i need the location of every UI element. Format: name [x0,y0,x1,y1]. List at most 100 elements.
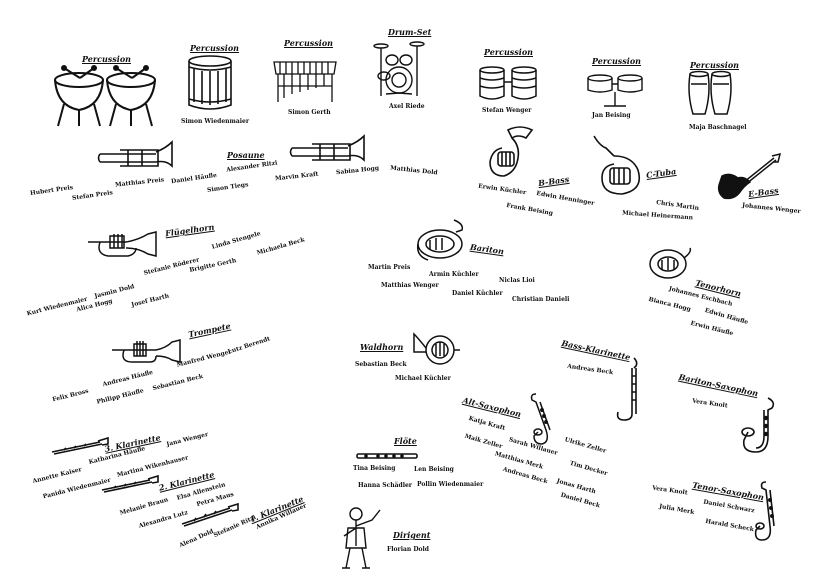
member-name: Martin Preis [368,264,411,271]
clarinet-icon [50,438,110,454]
section-heading: Trompete [187,320,232,340]
french-horn-icon [412,330,462,370]
section-heading: Percussion [592,56,641,66]
member-name: Sabina Hogg [335,164,380,177]
member-name: Alexander Ritzi [225,159,278,174]
section-heading: Bariton-Saxophon [677,371,760,399]
section-heading: C-Tuba [645,165,677,181]
member-name: Tina Beising [353,465,396,472]
member-name: Maik Zeller [463,432,504,451]
member-name: Hanna Schädler [358,482,412,489]
member-name: Alena Dold [178,527,215,550]
member-name: Jana Wenger [165,430,209,449]
member-name: Andreas Beck [566,362,614,377]
member-name: Stefan Preis [71,189,114,202]
member-name: Frank Beising [505,201,554,218]
member-name: Christian Danieli [512,296,570,303]
member-name: Sebastian Beck [355,361,407,368]
member-name: Tim Decker [568,459,609,478]
conductor-icon [336,506,382,572]
member-name: Bianca Hogg [647,295,692,314]
section-heading: Waldhorn [360,342,404,352]
member-name: Josef Harth [130,292,170,309]
member-name: Florian Dold [387,546,429,553]
c-tuba-icon [592,134,648,198]
section-heading: Dirigent [393,530,431,540]
congas-icon [688,70,732,116]
member-name: Axel Riede [389,103,425,110]
alto-sax-icon [526,392,558,446]
member-name: Jan Beising [592,112,631,119]
section-heading: Posaune [227,150,265,160]
member-name: Hubert Preis [29,184,74,197]
section-heading: Percussion [190,43,239,53]
member-name: Vera Knolt [651,484,689,497]
member-name: Linda Stengele [211,230,262,251]
member-name: Daniel Schwarz [702,498,756,515]
member-name: Johannes Wenger [741,201,801,216]
section-heading: Percussion [484,47,533,57]
member-name: Michael Küchler [395,375,451,382]
bariton-icon [414,216,466,266]
member-name: Matthias Dold [389,164,438,177]
trumpet-icon [110,340,182,366]
section-heading: Flügelhorn [164,221,215,239]
member-name: Matthias Wenger [381,282,439,289]
member-name: Felix Bross [51,387,90,404]
drum-set-icon [374,38,424,100]
member-name: Erwin Häufle [689,319,734,338]
member-name: Armin Küchler [429,271,479,278]
member-name: Matthias Merk [494,450,544,471]
section-heading: Flöte [394,436,417,446]
tuba-icon [486,124,536,182]
member-name: Philipp Häufle [95,387,145,406]
bass-clarinet-icon [614,356,640,422]
section-heading: Percussion [284,38,333,48]
section-heading: B-Bass [537,173,570,189]
member-name: Harald Scheck [704,517,755,534]
member-name: Len Beising [414,466,454,473]
section-heading: Bariton [469,241,505,257]
member-name: Ulrike Zeller [563,436,607,455]
member-name: Pollin Wiedenmaier [417,481,484,488]
clarinet-icon [180,504,240,526]
member-name: Vera Knolt [691,397,729,410]
timbales-icon [586,70,644,108]
section-heading: Percussion [690,60,739,70]
member-name: Daniel Küchler [452,290,503,297]
baritone-sax-icon [738,396,778,456]
member-name: Simon Gerth [288,109,331,116]
trombone-icon [98,140,174,172]
member-name: Sebastian Beck [151,372,204,393]
section-heading: Percussion [82,54,131,64]
member-name: Stefan Wenger [482,107,532,114]
tenor-sax-icon [752,480,782,544]
member-name: Simon Wiedenmaier [181,118,250,125]
member-name: Niclas Lioi [499,277,535,284]
member-name: Erwin Küchler [477,182,527,197]
section-heading: Bass-Klarinette [560,337,632,363]
member-name: Edwin Henninger [535,189,595,208]
bongos-icon [478,64,538,104]
member-name: Michaela Beck [255,236,306,257]
member-name: Annette Kaiser [31,466,83,485]
member-name: Katja Kraft [467,414,506,433]
member-name: Jasmin Dold [93,283,136,300]
member-name: Maja Baschnagel [689,124,747,131]
fluegelhorn-icon [86,232,158,260]
clarinet-icon [100,476,160,492]
timpani-icon [50,66,160,128]
member-name: Melanie Braun [119,496,170,517]
member-name: Manfred Wenger [175,348,233,369]
member-name: Marvin Kraft [274,170,319,183]
member-name: Simon Tiegs [206,181,249,194]
section-heading: Drum-Set [388,27,432,37]
member-name: Lutz Berendt [226,335,272,356]
member-name: Michael Heinermann [621,209,694,222]
bass-drum-icon [186,55,234,113]
member-name: Chris Martin [655,199,700,212]
electric-bass-icon [714,152,782,200]
member-name: Andreas Häufle [101,368,154,389]
xylophone-icon [272,56,338,104]
